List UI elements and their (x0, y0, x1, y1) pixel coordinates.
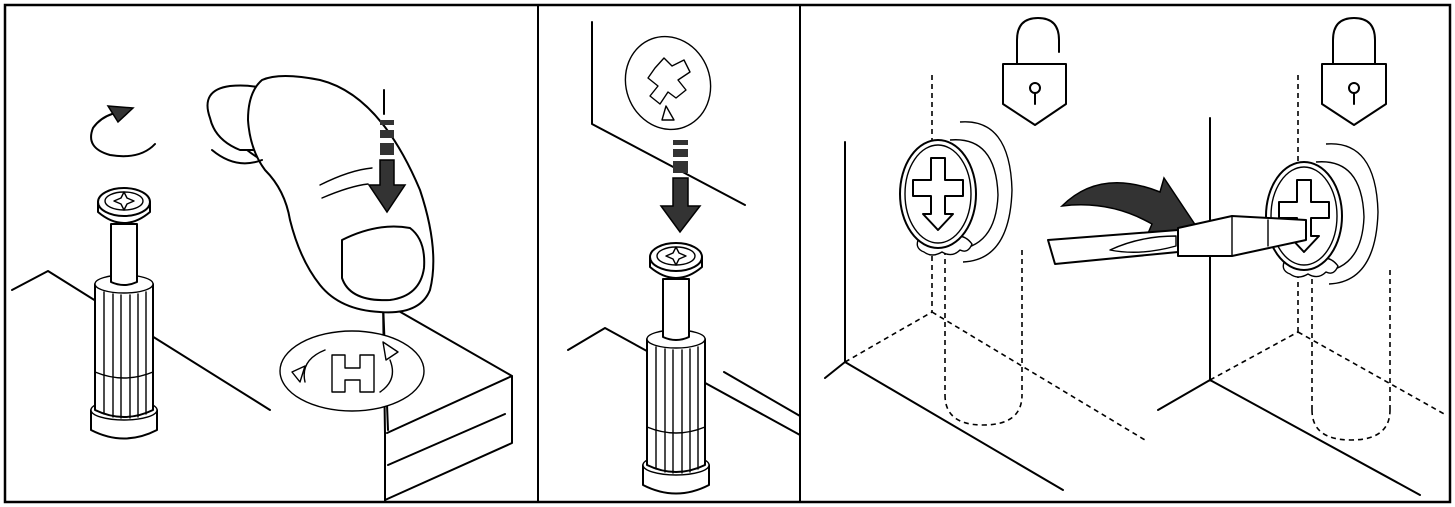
padlock-closed-icon (1321, 17, 1387, 126)
curved-turn-arrow-icon (1059, 176, 1198, 240)
fitting-tool (642, 242, 710, 495)
press-down-arrow-icon (367, 89, 407, 214)
cam-lock-right (1265, 142, 1379, 285)
panel-2 (567, 21, 801, 495)
rotate-arrow-icon (90, 105, 156, 158)
recess-detail (624, 35, 712, 131)
panel-1 (11, 75, 513, 503)
screwdriver-icon (1047, 215, 1307, 265)
figure-frame (3, 3, 1452, 504)
fitting-tool (90, 187, 158, 440)
cam-lock-left (899, 120, 1013, 263)
panel-3 (824, 17, 1447, 496)
recess-detail (279, 330, 425, 412)
padlock-open-icon (1002, 17, 1067, 126)
press-down-arrow-icon (659, 140, 702, 234)
